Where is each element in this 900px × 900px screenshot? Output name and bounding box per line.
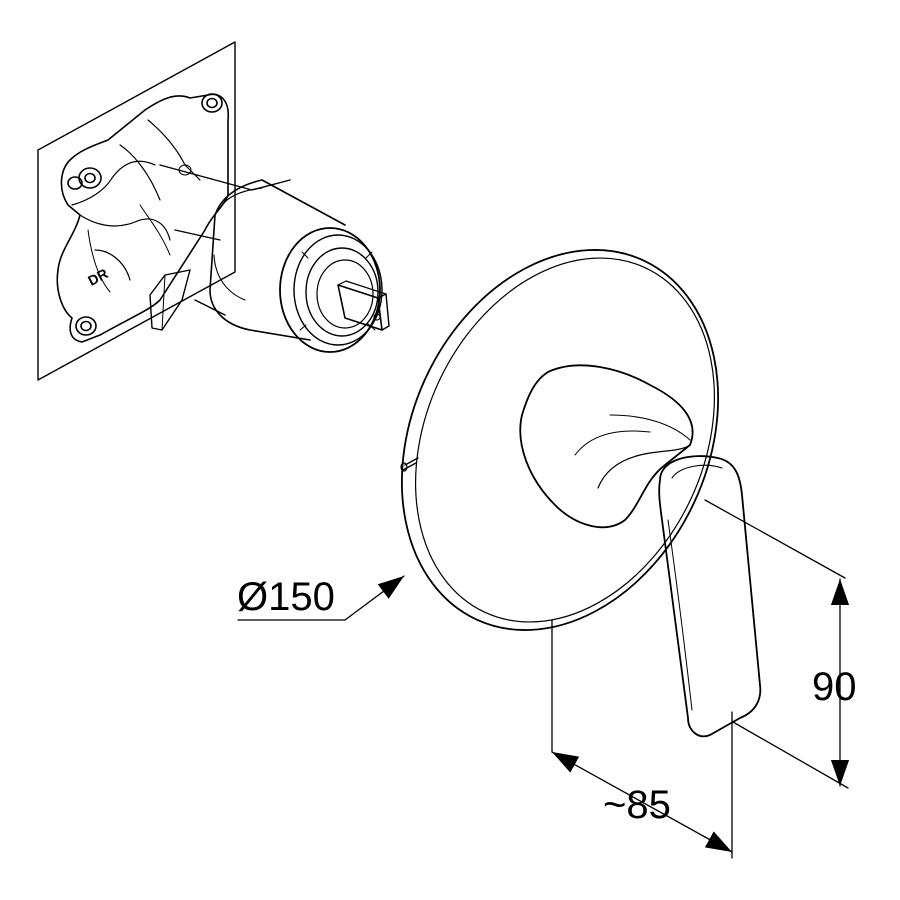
height-label: 90 [812,665,857,709]
rosette-rim [415,257,715,623]
rosette-plate [401,249,719,631]
rosette-pin [402,457,419,471]
valve-marking: DR [85,265,110,289]
screw-top-right [201,93,223,113]
mounting-bracket [56,93,230,343]
lever-handle [658,455,762,738]
height-dimension: 90 [704,499,857,789]
screw-left-bottom [75,316,97,336]
concealed-valve-body: DR [37,41,390,381]
diameter-dimension: Ø150 [237,575,405,621]
spindle [337,280,390,331]
wall-plate [37,41,236,381]
screw-left-top [67,167,102,190]
depth-label: ~85 [603,783,671,827]
depth-dimension: ~85 [551,619,733,859]
handle-collar [519,364,694,529]
dimensions: Ø150 90 ~85 [237,499,857,859]
diameter-label: Ø150 [237,575,335,619]
trim-set [400,249,762,738]
cartridge-housing [209,179,390,353]
